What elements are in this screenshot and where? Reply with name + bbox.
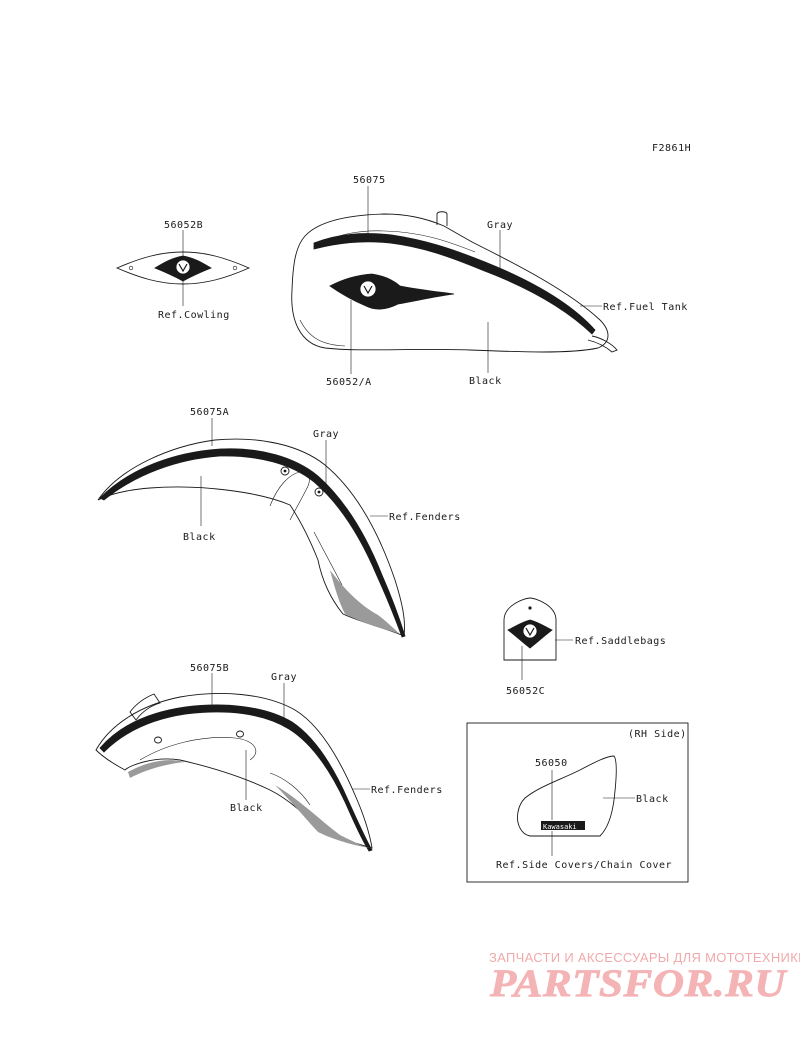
part-number-56052a: 56052/A (326, 377, 372, 388)
ref-saddlebags-label: Ref.Saddlebags (575, 636, 666, 647)
front-gray-label: Gray (313, 429, 339, 440)
kawasaki-logo-icon (541, 821, 585, 830)
rh-side-label: (RH Side) (628, 729, 687, 740)
rear-fender-group (95, 673, 373, 852)
side-cover-box-group: Kawasaki (466, 722, 689, 883)
part-number-56075a: 56075A (190, 407, 229, 418)
rear-gray-label: Gray (271, 672, 297, 683)
tank-black-label: Black (469, 376, 502, 387)
part-number-56050: 56050 (535, 758, 568, 769)
front-black-label: Black (183, 532, 216, 543)
fuel-tank-group (291, 186, 618, 374)
ref-fenders-front-label: Ref.Fenders (389, 512, 461, 523)
kawasaki-logo-text: Kawasaki (543, 823, 577, 831)
part-number-56075b: 56075B (190, 663, 229, 674)
cowling-emblem-group (115, 230, 251, 306)
watermark-tagline: ЗАПЧАСТИ И АКСЕССУАРЫ ДЛЯ МОТОТЕХНИКИ (489, 950, 800, 965)
part-number-56052c: 56052C (506, 686, 545, 697)
ref-cowling-label: Ref.Cowling (158, 310, 230, 321)
side-black-label: Black (636, 794, 669, 805)
tank-gray-label: Gray (487, 220, 513, 231)
figure-code: F2861H (652, 143, 691, 154)
ref-fenders-rear-label: Ref.Fenders (371, 785, 443, 796)
saddlebag-emblem-group (503, 597, 573, 680)
ref-side-covers-label: Ref.Side Covers/Chain Cover (496, 860, 672, 871)
part-number-56075: 56075 (353, 175, 386, 186)
part-number-56052b: 56052B (164, 220, 203, 231)
rear-black-label: Black (230, 803, 263, 814)
ref-fuel-tank-label: Ref.Fuel Tank (603, 302, 688, 313)
front-fender-group (97, 418, 406, 638)
tank-emblem-icon (329, 273, 455, 310)
watermark-brand: PARTSFOR.RU (489, 962, 788, 1005)
